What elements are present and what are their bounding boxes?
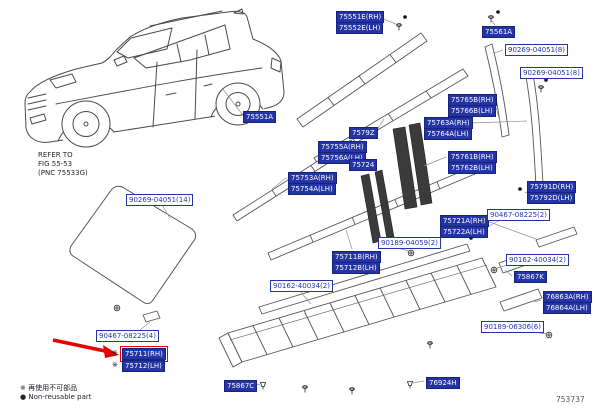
part-label-76864a[interactable]: 76864A(LH) xyxy=(543,302,591,314)
fastener-label-90269-04051-b[interactable]: 90269-04051(8) xyxy=(520,67,583,79)
part-label-75766b[interactable]: 75766B(LH) xyxy=(448,105,496,117)
grommet-icon xyxy=(545,331,553,339)
part-label-75867k[interactable]: 75867K xyxy=(514,271,547,283)
part-label-75722a[interactable]: 75722A(LH) xyxy=(440,226,488,238)
refer-note: REFER TO FIG 55-53 (PNC 75533G) xyxy=(38,151,88,178)
clip-icon xyxy=(260,382,266,390)
grommet-icon xyxy=(490,266,498,274)
part-label-75561a[interactable]: 75561A xyxy=(482,26,516,38)
rocker-moulding xyxy=(218,243,527,368)
refer-note-line3: (PNC 75533G) xyxy=(38,169,88,177)
non-reusable-mark: ※ xyxy=(112,361,118,369)
fastener-label-90189-04059[interactable]: 90189-04059(2) xyxy=(378,237,441,249)
part-label-75754a[interactable]: 75754A(LH) xyxy=(288,183,336,195)
legend-en-line: ● Non-reusable part xyxy=(20,393,92,401)
non-reusable-mark: ※ xyxy=(112,349,118,357)
screw-icon xyxy=(538,85,544,93)
screw-icon xyxy=(396,23,402,31)
fastener-label-90162-40034-a[interactable]: 90162-40034(2) xyxy=(270,280,333,292)
part-label-75762b[interactable]: 75762B(LH) xyxy=(448,162,496,174)
part-label-75792d[interactable]: 75792D(LH) xyxy=(527,192,576,204)
figure-number: 753737 xyxy=(556,395,585,404)
part-label-7579z[interactable]: 7579Z xyxy=(349,127,378,139)
fastener-label-90162-40034-b[interactable]: 90162-40034(2) xyxy=(506,254,569,266)
part-label-75552e[interactable]: 75552E(LH) xyxy=(336,22,384,34)
fastener-label-90467-08225-2[interactable]: 90467-08225(2) xyxy=(487,209,550,221)
clip-icon xyxy=(407,381,413,389)
part-label-75551a[interactable]: 75551A xyxy=(243,111,277,123)
grommet-icon xyxy=(113,304,121,312)
grommet-icon xyxy=(407,249,415,257)
legend: ※ 再使用不可部品 ● Non-reusable part xyxy=(20,384,92,402)
part-label-75724[interactable]: 75724 xyxy=(349,159,378,171)
part-label-75711-highlighted[interactable]: 75711(RH) xyxy=(120,346,168,362)
fastener-label-90269-04051-14[interactable]: 90269-04051(14) xyxy=(126,194,194,206)
fastener-label-90467-08225-4[interactable]: 90467-08225(4) xyxy=(96,330,159,342)
pillar-garnishes xyxy=(360,122,433,244)
part-label-75764a[interactable]: 75764A(LH) xyxy=(424,128,472,140)
red-arrow xyxy=(52,338,119,358)
refer-note-line1: REFER TO xyxy=(38,151,73,159)
screw-icon xyxy=(302,385,308,393)
legend-jp-line: ※ 再使用不可部品 xyxy=(20,384,78,392)
part-label-75867c[interactable]: 75867C xyxy=(224,380,258,392)
screw-icon xyxy=(427,341,433,349)
refer-note-line2: FIG 55-53 xyxy=(38,160,73,168)
part-label-76924h[interactable]: 76924H xyxy=(426,377,460,389)
fastener-label-90189-06306[interactable]: 90189-06306(6) xyxy=(481,321,544,333)
fastener-label-90269-04051-a[interactable]: 90269-04051(8) xyxy=(505,44,568,56)
screw-icon xyxy=(349,387,355,395)
part-label-75712[interactable]: 75712(LH) xyxy=(122,360,165,372)
vehicle-sketch xyxy=(24,8,285,151)
part-label-75712b[interactable]: 75712B(LH) xyxy=(332,262,380,274)
windshield-moulding-outline xyxy=(69,185,197,305)
